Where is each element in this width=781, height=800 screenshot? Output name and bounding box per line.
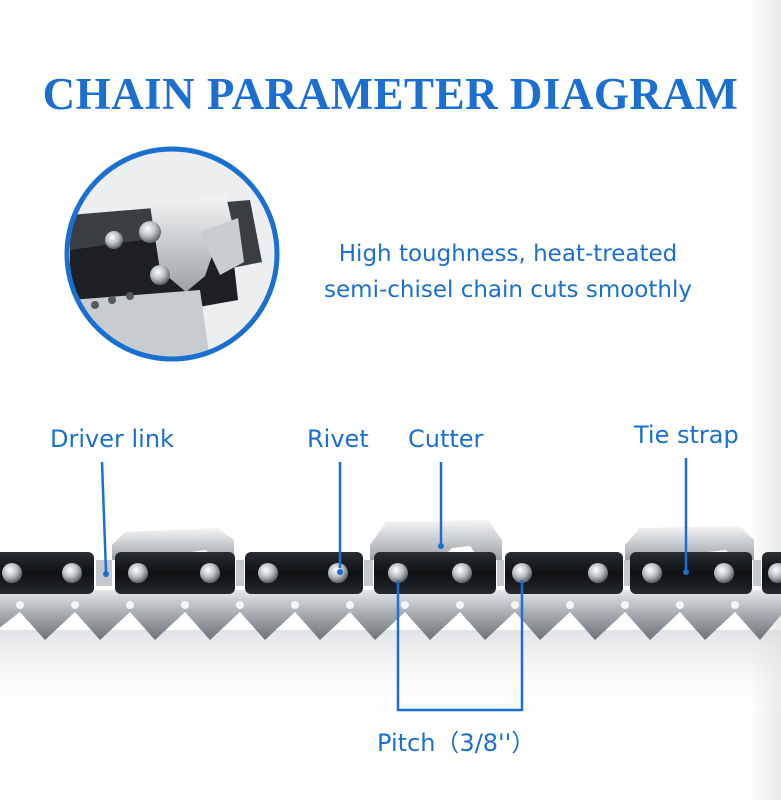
side-plate xyxy=(630,552,752,594)
drive-link-teeth xyxy=(0,590,781,640)
cutter-3 xyxy=(625,526,754,560)
zoom-ring xyxy=(64,146,280,362)
driver-link-leader xyxy=(100,461,108,573)
chain-reflection xyxy=(0,630,781,720)
zoom-inset xyxy=(64,146,280,362)
driver-link-label: Driver link xyxy=(50,425,174,453)
leader-lines xyxy=(100,458,688,712)
tooth-holes xyxy=(16,601,739,609)
side-plate xyxy=(374,552,496,594)
rivet-label: Rivet xyxy=(307,425,369,453)
cutter-2 xyxy=(370,520,502,560)
cutter-label: Cutter xyxy=(408,425,484,453)
tagline-line-2: semi-chisel chain cuts smoothly xyxy=(324,277,692,303)
page-title: CHAIN PARAMETER DIAGRAM xyxy=(42,69,739,119)
pitch-label: Pitch（3/8''） xyxy=(377,729,536,757)
link-gap xyxy=(364,560,373,586)
tie-strap-label: Tie strap xyxy=(634,421,739,449)
link-gap xyxy=(497,560,504,586)
tie-strap-marker xyxy=(683,569,689,575)
side-plate xyxy=(0,552,94,594)
zoom-chain-image xyxy=(67,150,277,359)
pitch-bracket xyxy=(396,580,524,712)
cutter-marker xyxy=(438,543,444,549)
driver-link-marker xyxy=(103,571,109,577)
link-gap xyxy=(236,560,244,586)
side-plate xyxy=(115,552,235,594)
rivet-marker xyxy=(337,569,343,575)
side-plate xyxy=(505,552,623,594)
tagline-line-1: High toughness, heat-treated xyxy=(338,241,678,267)
chain xyxy=(0,520,781,640)
link-gap xyxy=(753,560,761,586)
link-gap xyxy=(624,560,630,586)
side-plate xyxy=(245,552,363,594)
tagline: High toughness, heat-treated semi-chisel… xyxy=(308,236,708,308)
